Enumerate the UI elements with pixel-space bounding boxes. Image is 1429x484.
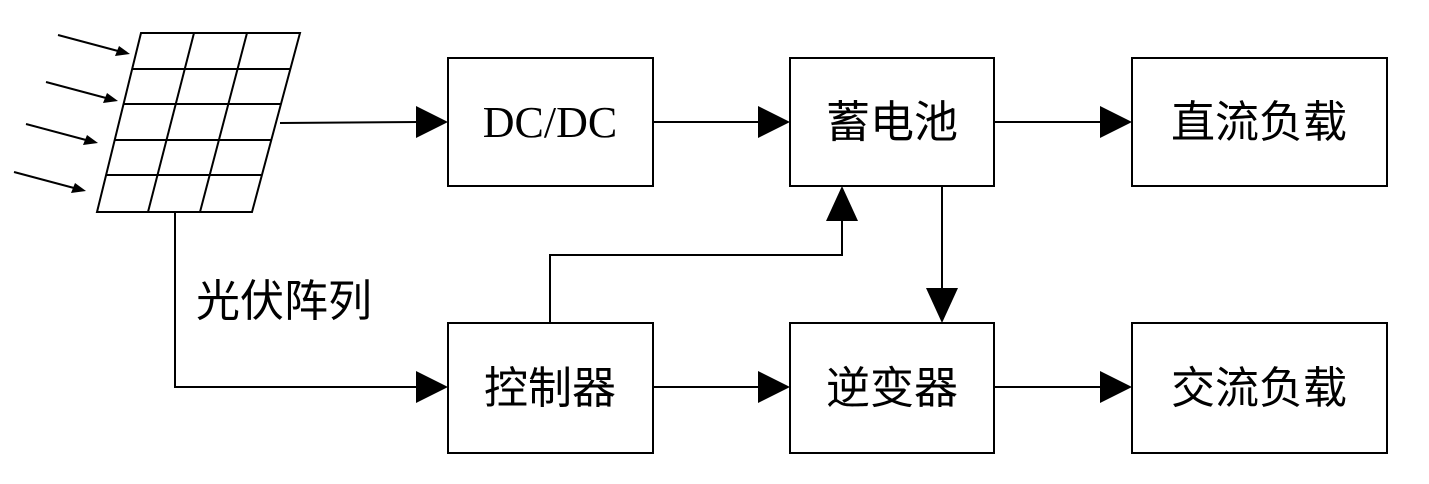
arrow-battery-to-inverter [926, 186, 958, 323]
arrow-panel-to-dcdc [279, 106, 448, 138]
controller-label: 控制器 [484, 363, 616, 414]
sunlight-ray [45, 81, 118, 103]
arrow-panel-to-controller [174, 212, 448, 403]
arrow-controller-to-battery [549, 186, 858, 323]
dc-load-label: 直流负载 [1171, 97, 1347, 148]
inverter-label: 逆变器 [826, 363, 958, 414]
pv-array-label: 光伏阵列 [196, 276, 372, 327]
inverter-block: 逆变器 [789, 322, 995, 454]
arrow-dcdc-to-battery [653, 106, 790, 138]
ac-load-label: 交流负载 [1171, 363, 1347, 414]
solar-panel [95, 32, 302, 213]
arrow-inverter-to-ac-load [994, 371, 1132, 403]
battery-label: 蓄电池 [826, 97, 958, 148]
ac-load-block: 交流负载 [1131, 322, 1388, 454]
arrow-controller-to-inverter [653, 371, 790, 403]
sunlight-ray [25, 123, 98, 145]
dcdc-label: DC/DC [483, 98, 617, 147]
controller-block: 控制器 [447, 322, 654, 454]
sunlight-ray [57, 34, 130, 56]
battery-block: 蓄电池 [789, 57, 995, 187]
arrow-battery-to-dc-load [994, 106, 1132, 138]
dcdc-block: DC/DC [447, 57, 654, 187]
dc-load-block: 直流负载 [1131, 57, 1388, 187]
sunlight-rays [13, 34, 130, 193]
sunlight-ray [13, 171, 86, 193]
